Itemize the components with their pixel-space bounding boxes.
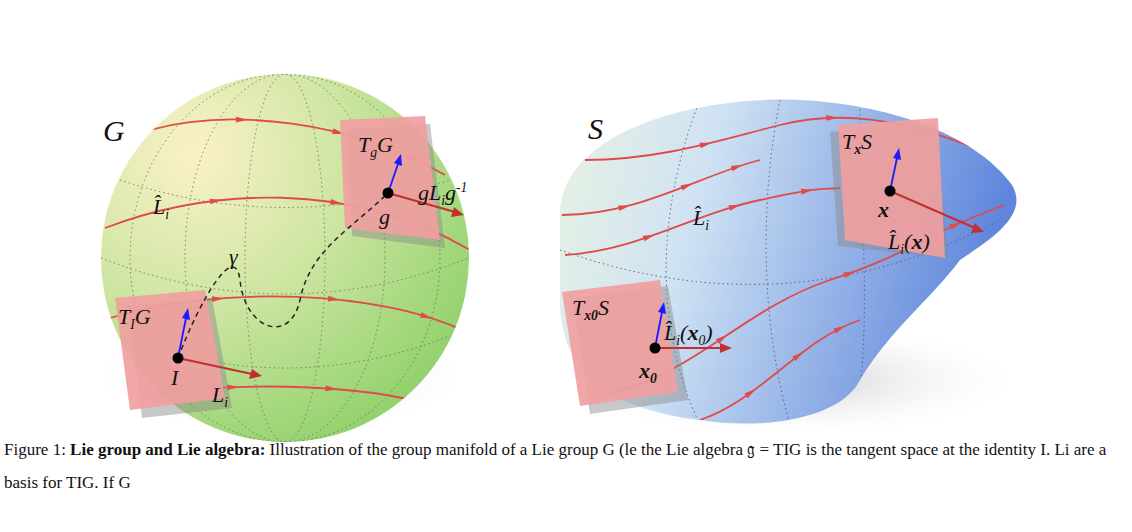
flow-arrowhead: [801, 189, 813, 195]
math-label: g: [379, 206, 390, 228]
math-label: x0: [639, 360, 657, 382]
arrowhead: [249, 369, 262, 379]
math-label: γ: [229, 246, 238, 268]
math-label: G: [103, 116, 125, 146]
math-label: Tx0S: [572, 297, 609, 319]
flow-lines: [105, 117, 470, 410]
math-label: I: [171, 367, 178, 389]
point: [885, 186, 896, 197]
flow-arrowhead: [826, 115, 838, 121]
manifold: [560, 100, 1016, 424]
tangent-plane: [562, 280, 678, 406]
flow-arrowhead: [833, 326, 845, 334]
arrowhead: [451, 207, 464, 217]
arrowhead: [182, 308, 190, 320]
meridians: [101, 74, 469, 442]
point: [650, 343, 661, 354]
flow-arrowhead: [227, 385, 239, 391]
flow-arrowhead: [728, 205, 740, 211]
math-label: L̂i: [153, 196, 169, 218]
flow-arrowhead: [680, 184, 692, 191]
flow-arrowhead: [210, 199, 222, 205]
flow-arrowhead: [949, 222, 961, 229]
tangent-plane: [115, 290, 225, 410]
group-sphere: [101, 74, 469, 442]
curve-gamma: [178, 193, 388, 358]
flow-arrowhead: [700, 143, 712, 149]
vector: [655, 312, 662, 348]
flow-arrowhead: [792, 352, 803, 361]
math-label: TIG: [118, 306, 151, 328]
math-label: x: [878, 199, 889, 221]
figure-caption: Figure 1: Lie group and Lie algebra: Ill…: [4, 433, 1128, 499]
arrowhead: [720, 343, 732, 353]
math-label: S: [588, 114, 603, 144]
basis-vector: [655, 347, 722, 349]
math-label: L̂i(x): [888, 231, 930, 253]
flow-arrowhead: [325, 386, 337, 392]
flow-arrowhead: [716, 335, 727, 344]
flow-arrowhead: [404, 396, 416, 402]
vector: [178, 318, 186, 358]
flow-arrowhead: [328, 296, 340, 302]
math-label: L̂i(x0): [664, 322, 713, 344]
flow-arrowhead: [330, 199, 342, 205]
basis-vector: [890, 191, 975, 228]
flow-arrowhead: [643, 235, 655, 242]
math-label: Li: [212, 384, 228, 406]
math-label: TgG: [358, 134, 393, 156]
math-label: gLig-1: [418, 182, 467, 204]
arrowhead: [893, 148, 901, 160]
flow-arrowhead: [843, 271, 855, 278]
flow-arrowhead: [236, 117, 248, 123]
arrowhead: [971, 223, 984, 233]
flow-arrowhead: [731, 165, 743, 171]
arrowhead: [394, 154, 402, 166]
flow-lines: [562, 115, 1005, 420]
flow-arrowhead: [618, 205, 630, 211]
math-label: TxS: [842, 131, 872, 153]
arrowhead: [658, 302, 666, 314]
math-label: L̂i: [693, 207, 709, 229]
tangent-plane: [838, 118, 945, 258]
flow-arrowhead: [212, 296, 224, 302]
point: [173, 353, 184, 364]
point: [383, 188, 394, 199]
grid-lines: [560, 100, 1000, 425]
flow-arrowhead: [420, 312, 432, 318]
basis-vector: [178, 358, 252, 374]
flow-arrowhead: [744, 389, 755, 398]
